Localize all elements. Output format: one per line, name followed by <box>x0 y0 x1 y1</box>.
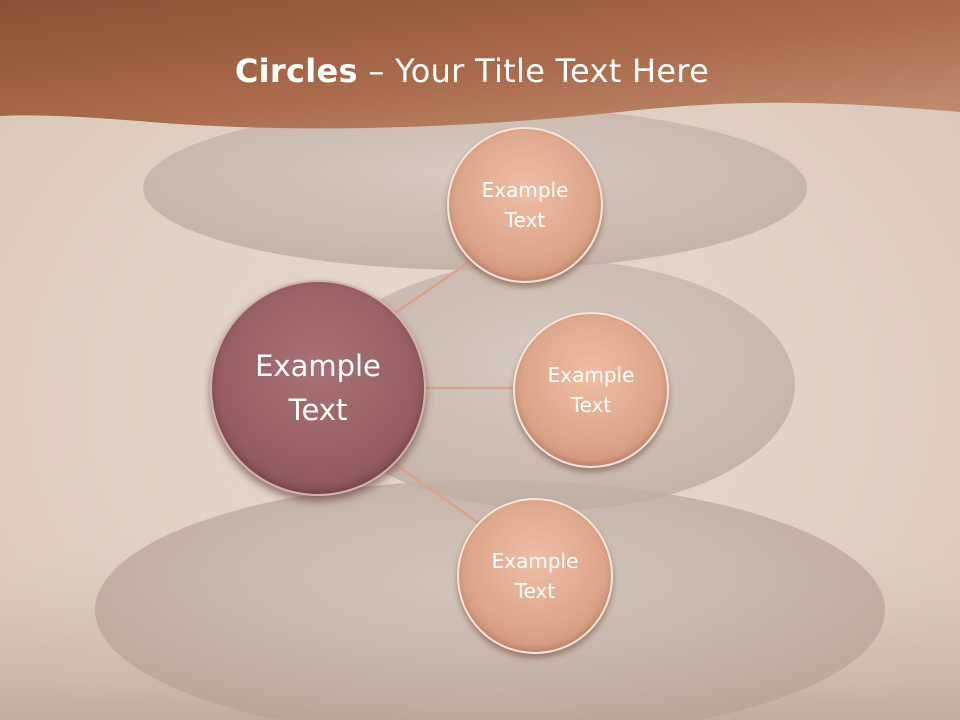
node-circle-bottom[interactable]: Example Text <box>457 498 613 654</box>
node-top-label: Example Text <box>481 178 569 232</box>
title-rest: – Your Title Text Here <box>357 52 710 90</box>
node-circle-middle[interactable]: Example Text <box>513 312 669 468</box>
node-middle-label: Example Text <box>547 363 635 417</box>
connector-bottom <box>394 462 481 526</box>
center-label: Example Text <box>255 349 381 427</box>
title-bold: Circles <box>234 52 358 90</box>
header-band <box>0 0 960 129</box>
connector-top <box>394 254 479 315</box>
node-bottom-label: Example Text <box>491 549 579 603</box>
node-circle-top[interactable]: Example Text <box>447 127 603 283</box>
slide-title: Circles – Your Title Text Here <box>0 52 944 90</box>
center-circle[interactable]: Example Text <box>210 280 426 496</box>
